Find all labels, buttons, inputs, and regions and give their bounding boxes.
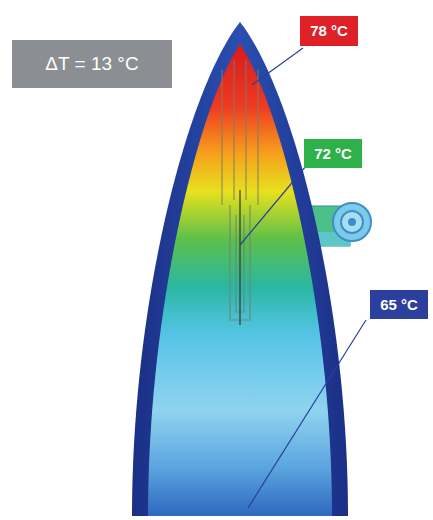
temperature-callout: 65 °C bbox=[370, 290, 428, 319]
delta-box: ΔT = 13 °C bbox=[12, 40, 172, 88]
temperature-label: 72 °C bbox=[312, 139, 354, 168]
temperature-callout: 78 °C bbox=[300, 16, 358, 46]
housing-shell bbox=[132, 22, 348, 516]
temperature-callout: 72 °C bbox=[304, 139, 362, 168]
temperature-label: 78 °C bbox=[308, 16, 350, 46]
temperature-label: ΔT = 13 °C bbox=[20, 40, 164, 88]
heating-element bbox=[222, 60, 258, 325]
temperature-field bbox=[148, 44, 332, 516]
leader-lines bbox=[240, 48, 366, 508]
temperature-label: 65 °C bbox=[378, 290, 420, 319]
